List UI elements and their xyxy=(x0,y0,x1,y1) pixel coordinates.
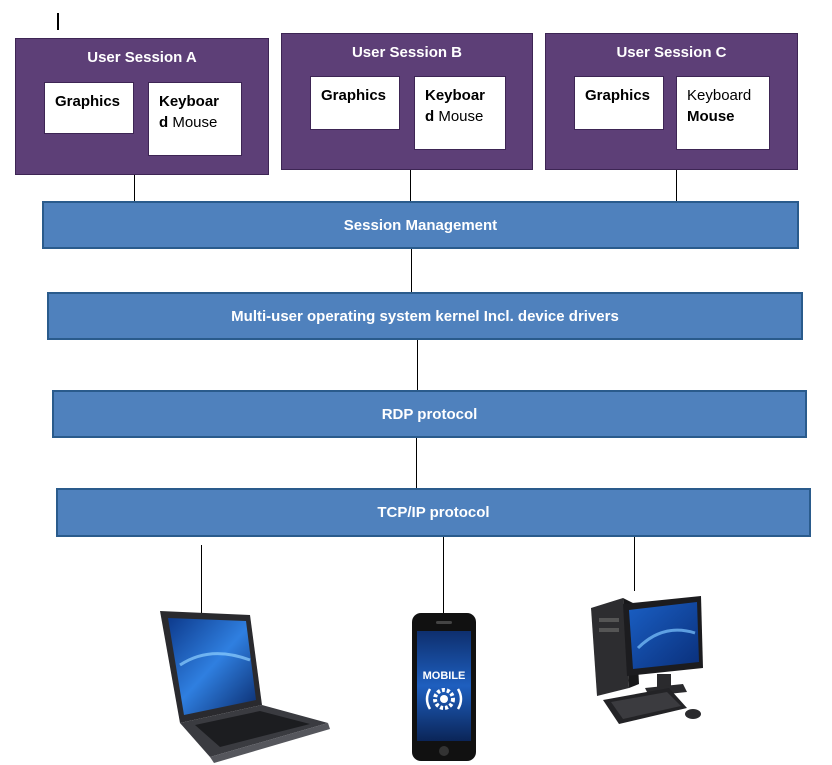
mobile-phone-icon: MOBILE xyxy=(412,613,476,761)
connector-line xyxy=(201,545,202,613)
layer-label: TCP/IP protocol xyxy=(377,504,490,521)
mouse-label: d Mouse xyxy=(425,108,484,125)
connector-line xyxy=(676,170,677,202)
session-title: User Session A xyxy=(87,49,197,66)
layer-label: Multi-user operating system kernel Incl.… xyxy=(231,307,619,325)
keyboard-mouse-box: Keyboar d Mouse xyxy=(148,82,242,156)
connector-line xyxy=(417,340,418,390)
graphics-label: Graphics xyxy=(321,87,387,104)
mouse-label: d Mouse xyxy=(159,114,218,131)
connector-line xyxy=(410,170,411,202)
connector-line xyxy=(416,438,417,489)
session-title: User Session B xyxy=(351,44,463,61)
tcpip-protocol-layer: TCP/IP protocol xyxy=(56,488,811,537)
user-session-c: User Session C Graphics Keyboard Mouse xyxy=(545,33,798,170)
keyboard-label: Keyboard xyxy=(687,87,752,104)
session-title: User Session C xyxy=(616,44,727,61)
session-management-layer: Session Management xyxy=(42,201,799,249)
mouse-label: Mouse xyxy=(687,108,735,125)
layer-label: RDP protocol xyxy=(381,405,478,423)
layer-label: Session Management xyxy=(343,216,498,234)
text-cursor xyxy=(57,13,59,30)
rdp-protocol-layer: RDP protocol xyxy=(52,390,807,438)
mobile-label: MOBILE xyxy=(423,670,466,682)
laptop-icon xyxy=(160,611,330,763)
keyboard-mouse-box: Keyboard Mouse xyxy=(676,76,770,150)
desktop-computer-icon xyxy=(591,596,703,724)
graphics-box: Graphics xyxy=(574,76,664,130)
kernel-layer: Multi-user operating system kernel Incl.… xyxy=(47,292,803,340)
graphics-box: Graphics xyxy=(310,76,400,130)
graphics-label: Graphics xyxy=(55,93,121,110)
connector-line xyxy=(634,537,635,591)
connector-line xyxy=(443,537,444,613)
user-session-a: User Session A Graphics Keyboar d Mouse xyxy=(15,38,269,175)
connector-line xyxy=(411,249,412,293)
graphics-label: Graphics xyxy=(585,87,651,104)
connector-line xyxy=(134,175,135,202)
graphics-box: Graphics xyxy=(44,82,134,134)
keyboard-mouse-box: Keyboar d Mouse xyxy=(414,76,506,150)
keyboard-label: Keyboar xyxy=(425,87,486,104)
keyboard-label: Keyboar xyxy=(159,93,220,110)
user-session-b: User Session B Graphics Keyboar d Mouse xyxy=(281,33,533,170)
